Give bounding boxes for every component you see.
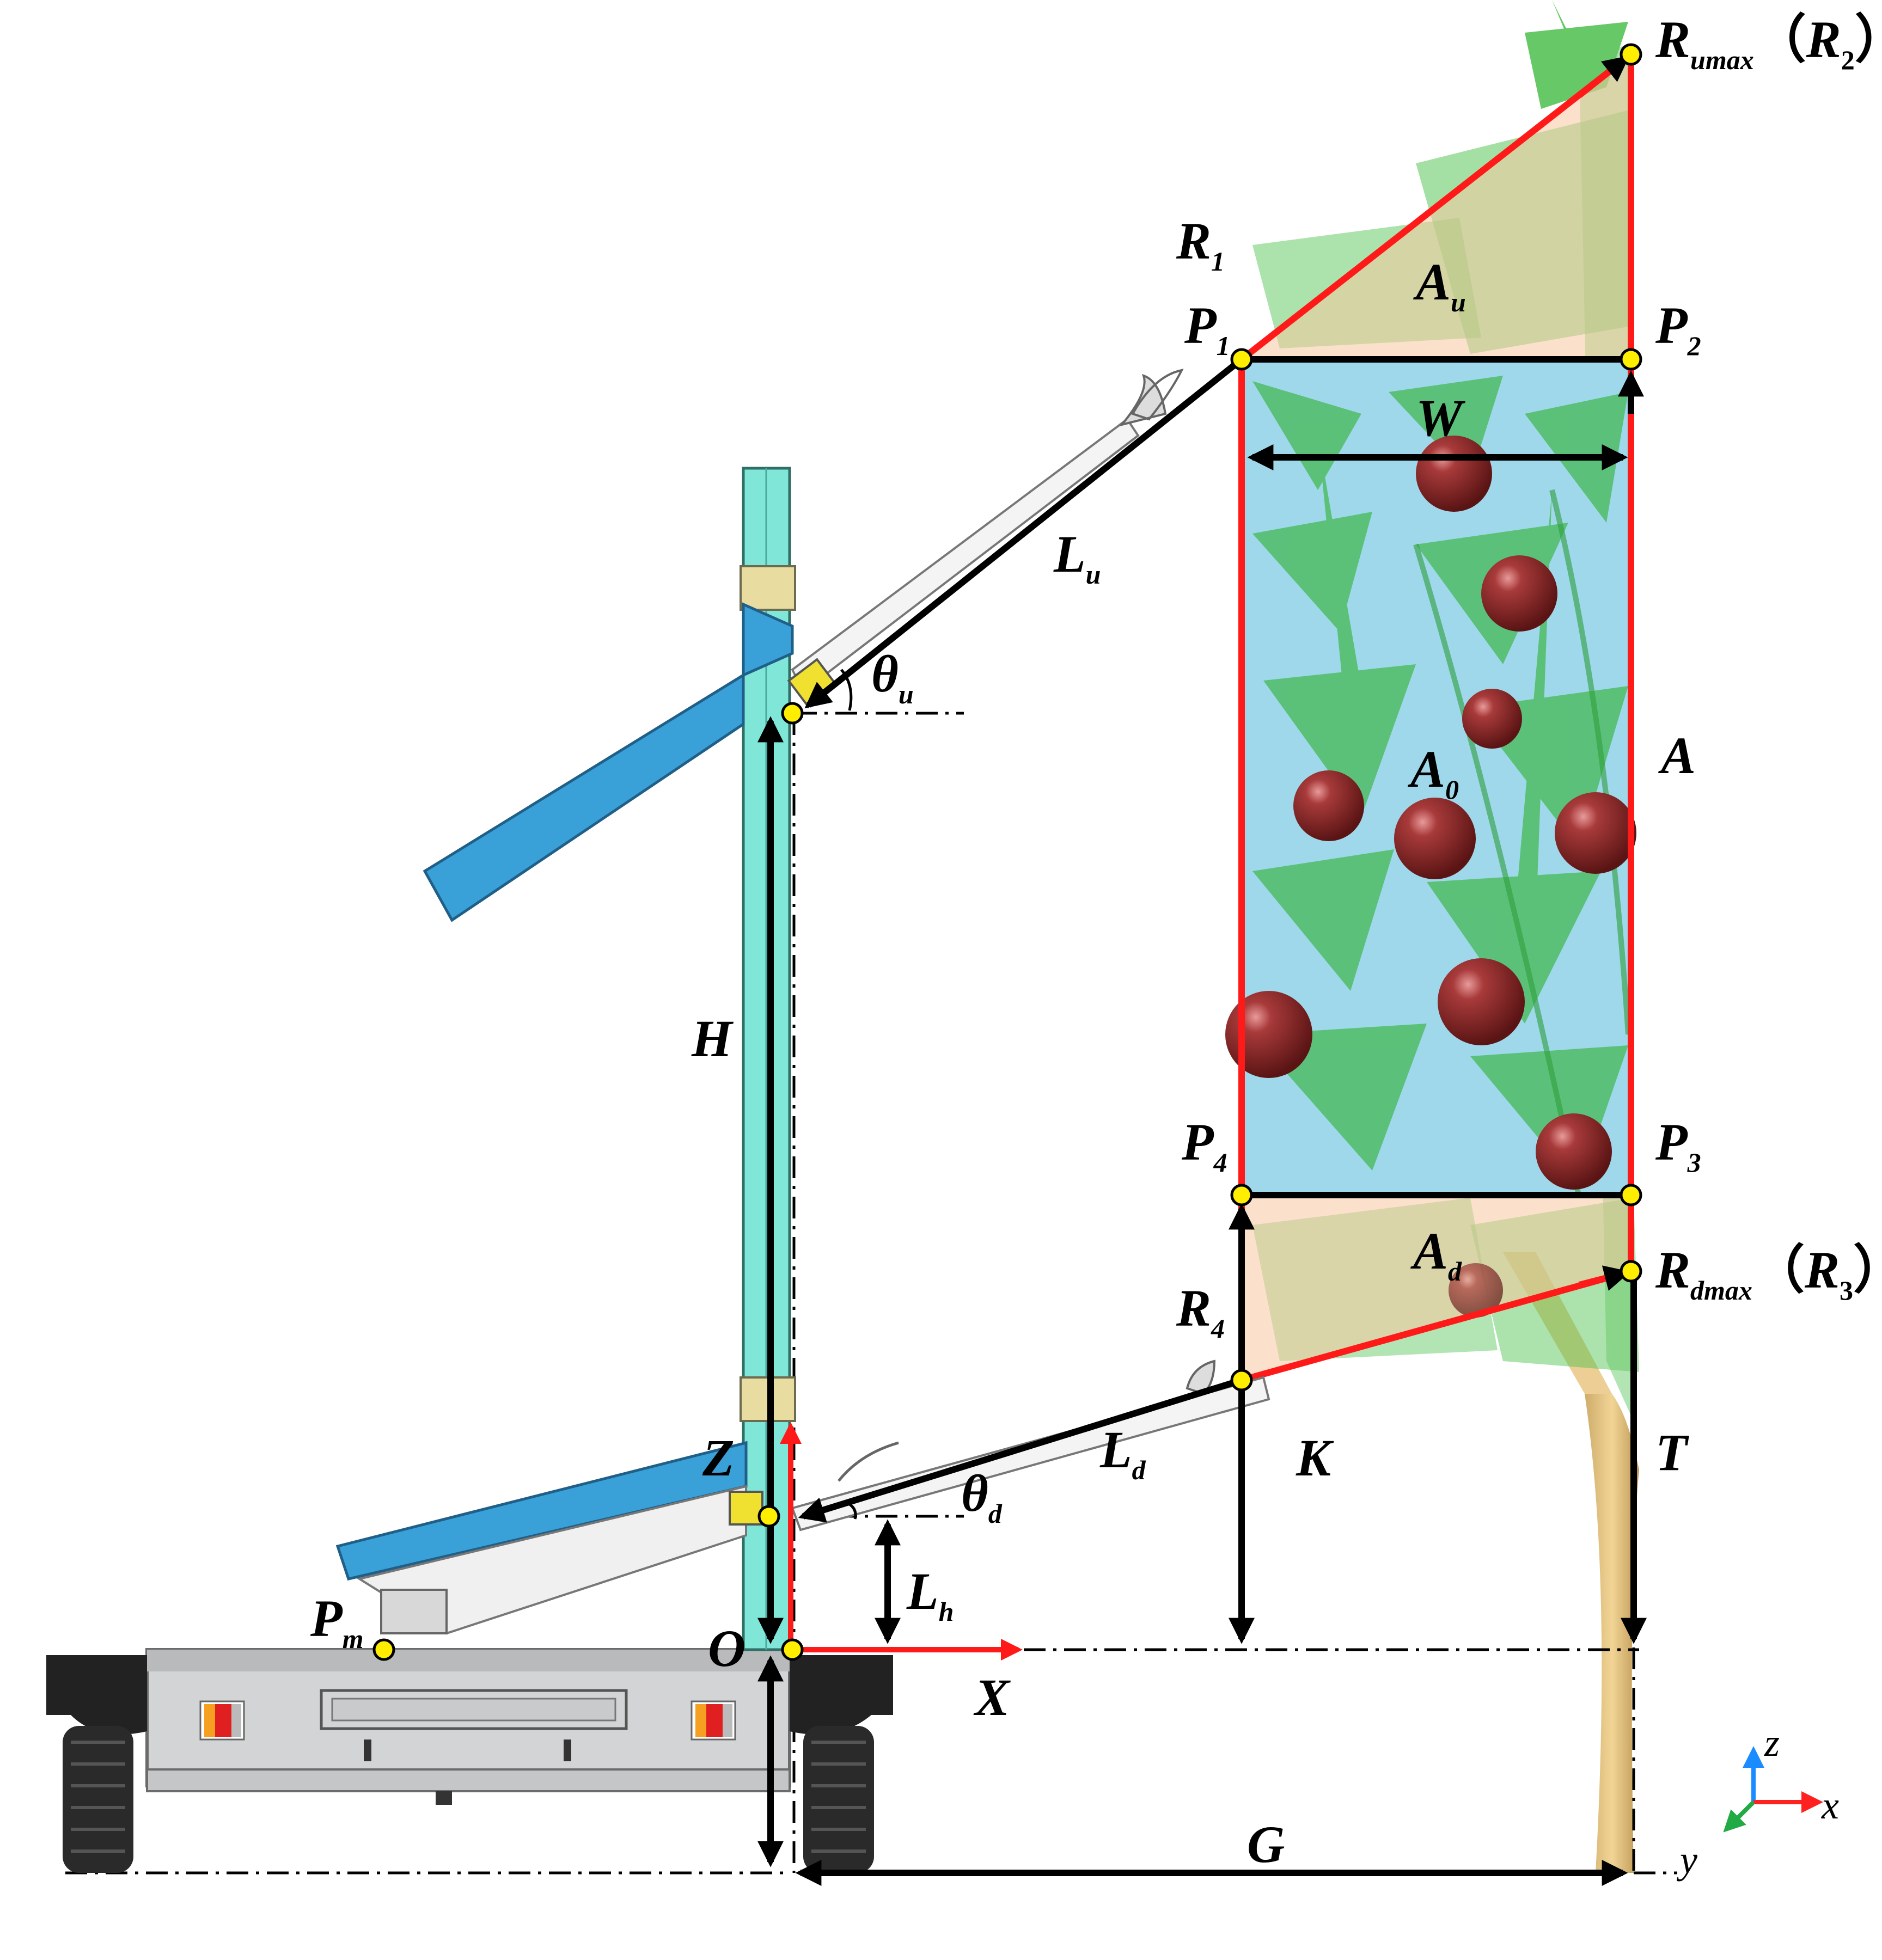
axis-z-label: z: [1764, 1721, 1780, 1765]
upper-solar-panel: [423, 602, 794, 922]
tail-light-right: [691, 1700, 736, 1741]
label-pm: Pm: [310, 1589, 364, 1654]
label-l-d: Ld: [1099, 1420, 1146, 1485]
point-pm: [372, 1638, 395, 1661]
axis-x-label: x: [1821, 1784, 1839, 1827]
point-p2: [1620, 348, 1642, 371]
label-r1: R1: [1176, 212, 1225, 277]
label-w: W: [1416, 389, 1465, 447]
point-o: [781, 1638, 804, 1661]
label-a-d: Ad: [1410, 1222, 1462, 1287]
label-h: H: [691, 1009, 734, 1068]
dimension-arrows: [757, 357, 1647, 1886]
point-r4: [1230, 1369, 1253, 1392]
label-p1: P1: [1184, 296, 1230, 361]
lower-harvesting-arm: [729, 1359, 1270, 1532]
label-a: A: [1658, 726, 1696, 785]
upper-harvesting-arm: [787, 369, 1184, 709]
wheel-left: [63, 1726, 133, 1873]
label-t: T: [1655, 1423, 1689, 1481]
lower-solar-panel: [335, 1441, 748, 1635]
angle-marks: [840, 669, 857, 1520]
label-l-h: Lh: [906, 1562, 954, 1627]
reach-arrows: [1577, 56, 1631, 1291]
label-l-u: Lu: [1053, 525, 1101, 590]
point-p4: [1230, 1184, 1253, 1206]
point-upper-pivot: [781, 702, 804, 725]
label-r-umax: Rumax（R2）: [1655, 10, 1882, 75]
label-a-u: Au: [1413, 253, 1466, 317]
origin-axes: [780, 1422, 1023, 1661]
label-p3: P3: [1655, 1113, 1701, 1178]
label-k: K: [1296, 1429, 1334, 1487]
label-x: X: [973, 1668, 1011, 1726]
axis-y-label: y: [1676, 1838, 1697, 1882]
point-lower-pivot: [757, 1505, 780, 1528]
fruits: [1225, 436, 1636, 1318]
label-z: Z: [702, 1429, 735, 1487]
tail-light-left: [199, 1700, 245, 1741]
point-p3: [1620, 1184, 1642, 1206]
point-r-dmax: [1620, 1260, 1642, 1283]
label-o: O: [708, 1619, 746, 1677]
point-p1: [1230, 348, 1253, 371]
label-p2: P2: [1655, 296, 1701, 361]
axes-triad: z x y: [1676, 1721, 1839, 1882]
label-r-dmax: Rdmax（R3）: [1655, 1241, 1882, 1306]
key-points: [372, 43, 1642, 1661]
label-p4: P4: [1181, 1113, 1227, 1178]
label-theta-d: θd: [961, 1464, 1003, 1529]
label-g: G: [1247, 1815, 1285, 1873]
label-r4: R4: [1176, 1279, 1225, 1344]
label-a-0: A0: [1408, 740, 1459, 805]
trailer-chassis: [46, 1648, 893, 1873]
label-theta-u: θu: [871, 645, 914, 709]
point-r-umax: [1620, 43, 1642, 66]
wheel-right: [803, 1726, 874, 1873]
